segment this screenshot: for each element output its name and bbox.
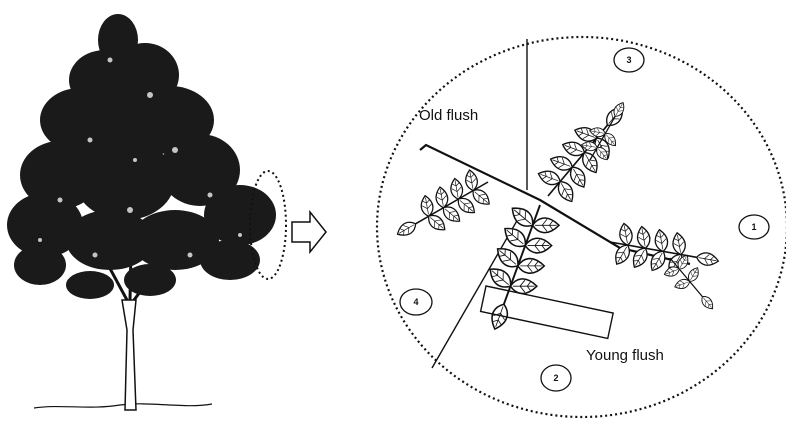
quadrant-marker-4: 4 bbox=[400, 289, 432, 315]
old-flush-leaves bbox=[387, 163, 499, 253]
tree-canopy bbox=[7, 14, 276, 299]
quadrant-number-3: 3 bbox=[626, 55, 631, 65]
young-flush-label: Young flush bbox=[586, 347, 664, 364]
leaf-group-3 bbox=[530, 92, 641, 211]
old-flush-label: Old flush bbox=[419, 107, 478, 124]
leaf-group-1 bbox=[606, 220, 725, 320]
quadrant-number-1: 1 bbox=[751, 222, 756, 232]
quadrant-marker-2: 2 bbox=[541, 365, 571, 391]
tree-trunk bbox=[122, 300, 136, 410]
quadrant-marker-3: 3 bbox=[614, 48, 644, 72]
quadrant-marker-1: 1 bbox=[739, 215, 769, 239]
magnified-branch-view: Old flush Young flush 1 2 3 4 bbox=[377, 37, 786, 417]
tree-illustration bbox=[7, 14, 286, 410]
quadrant-number-2: 2 bbox=[553, 373, 558, 383]
arrow-icon bbox=[292, 212, 326, 252]
quadrant-number-4: 4 bbox=[413, 297, 418, 307]
young-flush-leaves bbox=[469, 196, 565, 339]
ground-line bbox=[34, 404, 212, 408]
